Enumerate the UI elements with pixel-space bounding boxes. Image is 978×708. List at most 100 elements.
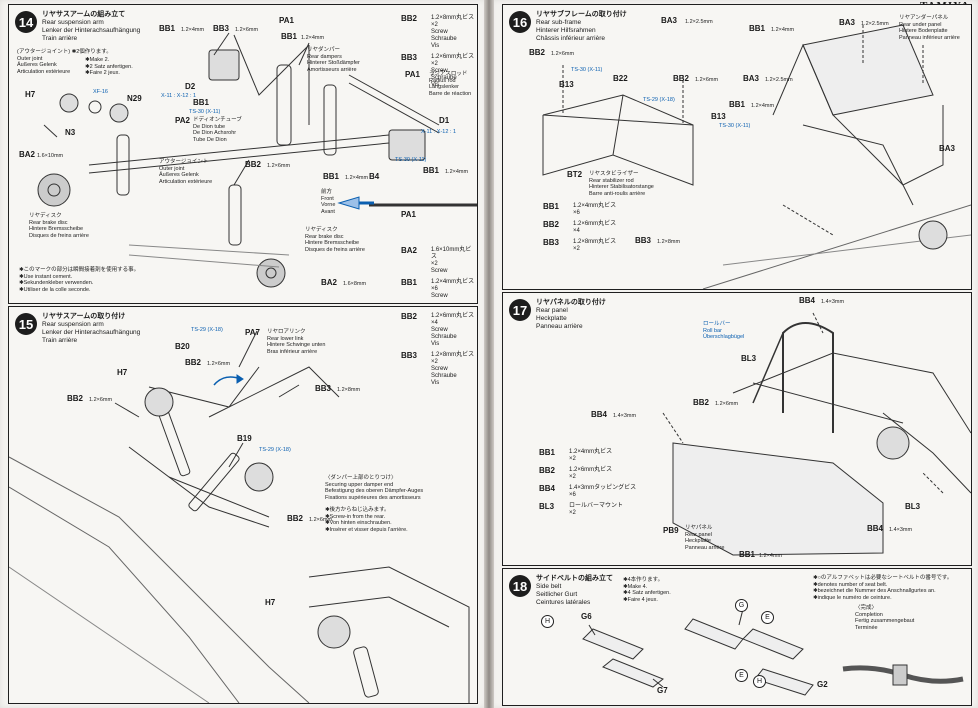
part-b13-a: B13 — [559, 80, 574, 89]
radius-rod-de: Längslenker — [429, 84, 459, 90]
rear-note-fr: ✱Insérer et visser depuis l'arrière. — [325, 526, 408, 533]
bb4-dim-c: 1.4×3mm — [889, 527, 913, 533]
bb2-dim: 1.2×6mm — [715, 401, 739, 407]
step-16-hardware-list: BB1 1.2×4mm丸ビス×6 BB2 1.2×6mm丸ビス×4 BB3 1.… — [543, 203, 633, 257]
hw-spec: 1.2×6mm丸ビス — [431, 54, 475, 60]
rear-disc-de: Hintere Bremsscheibe — [29, 226, 84, 232]
hw-code: BB2 — [543, 220, 560, 229]
hw-code: BB4 — [539, 484, 556, 493]
bb1-dim-b: 1.2×4mm — [751, 103, 775, 109]
bb1-dim: 1.2×4mm — [759, 553, 783, 559]
rear-disc-fr: Disques de freins arrière — [29, 232, 89, 239]
step-title-de: Heckplatte — [536, 315, 567, 322]
hw-spec: ロールバーマウント — [569, 503, 624, 509]
belt-note-fr: ✱indique le numéro de ceinture. — [813, 594, 892, 601]
hw-qty: ×2 — [569, 456, 576, 462]
roll-bar-en: Roll bar — [703, 327, 722, 334]
part-b20: B20 — [175, 342, 190, 351]
instant-cement-note: ✱このマークの部分は瞬間接着剤を使用する事。 ✱Use instant ceme… — [19, 267, 139, 293]
bb2-dim-b: 1.2×6mm — [695, 77, 719, 83]
step-title-de: Seitlicher Gurt — [536, 591, 578, 598]
step-14-header: 14 リヤサスアームの組み立て Rear suspension arm Lenk… — [15, 11, 140, 43]
step-number-badge: 18 — [509, 575, 531, 597]
part-pa1-c: PA1 — [401, 210, 416, 219]
hw-code: BB2 — [539, 466, 556, 475]
make-4-jp: ✱4本作ります。 — [623, 577, 664, 583]
part-bb2-b: BB2 — [673, 74, 690, 83]
under-panel-jp: リヤアンダーパネル — [899, 15, 949, 21]
lower-link-fr: Bras inférieur arrière — [267, 348, 318, 355]
front-de: Vorne — [321, 202, 336, 208]
step-title-en: Rear suspension arm — [42, 19, 104, 26]
ts30-paint-a: TS-30 (X-11) — [189, 109, 221, 115]
hardware-item: BB1 1.2×4mm丸ビス×2 — [539, 449, 649, 463]
outer-joint-fr: Articulation extérieure — [17, 68, 71, 75]
part-bb1: BB1 — [159, 24, 176, 33]
step-number-badge: 15 — [15, 313, 37, 335]
hw-qty: ×2 — [430, 261, 438, 267]
step-title-jp: リヤパネルの取り付け — [536, 299, 606, 306]
bb2-dim-b: 1.2×6mm — [89, 397, 113, 403]
bb3-dim: 1.2×6mm — [235, 27, 259, 33]
rear-disc-2-de: Hintere Bremsscheibe — [305, 240, 360, 246]
part-n29: N29 — [127, 94, 142, 103]
step-number-badge: 14 — [15, 11, 37, 33]
rear-disc-label-2: リヤディスク Rear brake disc Hintere Bremssche… — [305, 227, 365, 253]
step-title-jp: リヤサブフレームの取り付け — [536, 11, 627, 18]
hardware-item: BB3 1.2×8mm丸ビス×2 — [543, 239, 633, 253]
ts29-paint-b: TS-29 (X-18) — [259, 447, 291, 453]
step-17-hardware-list: BB1 1.2×4mm丸ビス×2 BB2 1.2×6mm丸ビス×2 BB4 1.… — [539, 449, 649, 521]
dedion-fr: Tube De Dion — [193, 136, 227, 143]
part-g6: G6 — [581, 612, 592, 621]
upper-damper-en: Securing upper damper end — [325, 481, 394, 488]
rear-dampers-en: Rear dampers — [307, 53, 342, 60]
step-title-en: Side belt — [536, 583, 562, 590]
step-18-header: 18 サイドベルトの組み立て Side belt Seitlicher Gurt… — [509, 575, 613, 607]
part-bb2-a: BB2 — [529, 48, 546, 57]
part-bb1: BB1 — [739, 550, 756, 559]
part-bb1-b: BB1 — [281, 32, 298, 41]
part-bb2-a: BB2 — [185, 358, 202, 367]
ba2-dim: 1.6×10mm — [37, 153, 64, 159]
hw-code: BB3 — [401, 53, 418, 62]
belt-number-h: H — [541, 615, 554, 628]
ba3-dim-b: 1.2×2.5mm — [861, 21, 889, 27]
hw-fr: Vis — [431, 380, 440, 386]
outer-joint-2-de: Äußeres Gelenk — [159, 172, 199, 178]
instant-cement-de: ✱Sekundenkleber verwenden. — [19, 280, 94, 286]
part-b4: B4 — [369, 172, 380, 181]
bb2-dim-c: 1.2×6mm — [309, 517, 333, 523]
rear-panel-label: リヤパネル Rear panel Heckplatte Panneau arri… — [685, 525, 724, 551]
outer-joint-en: Outer joint — [17, 55, 43, 62]
bb1-dim-d: 1.2×4mm — [345, 175, 369, 181]
outer-joint-2-jp: アウタージョイント — [159, 159, 209, 165]
part-ba2: BA2 — [19, 150, 36, 159]
belt-number-g: G — [735, 599, 748, 612]
step-18-panel: 18 サイドベルトの組み立て Side belt Seitlicher Gurt… — [502, 568, 972, 706]
part-b19: B19 — [237, 434, 252, 443]
part-bb3: BB3 — [213, 24, 230, 33]
upper-damper-note: 〈ダンパー上部のとりつけ〉 Securing upper damper end … — [325, 475, 423, 501]
hw-code: BA2 — [401, 246, 418, 255]
hw-qty: ×2 — [431, 359, 438, 365]
ts30-paint: TS-30 (X-11) — [571, 67, 603, 73]
step-16-titles: リヤサブフレームの取り付け Rear sub-frame Hinterer Hi… — [536, 11, 627, 43]
completion-jp: 〈完成〉 — [855, 605, 878, 611]
lower-link-de: Hintere Schwinge unten — [267, 342, 326, 348]
front-label: 前方 Front Vorne Avant — [321, 189, 335, 215]
part-d2: D2 — [185, 82, 196, 91]
part-bb3: BB3 — [315, 384, 332, 393]
part-h7: H7 — [25, 90, 36, 99]
bb1-dim-e: 1.2×4mm — [445, 169, 469, 175]
ba2-dim-b: 1.6×8mm — [343, 281, 367, 287]
bb4-dim-a: 1.4×3mm — [821, 299, 845, 305]
bb3-dim: 1.2×8mm — [657, 239, 681, 245]
outer-joint-de: Äußeres Gelenk — [17, 62, 57, 68]
dedion-en: De Dion tube — [193, 123, 226, 130]
belt-number-e: E — [761, 611, 774, 624]
hw-code: BB3 — [543, 238, 560, 247]
hw-en: Screw — [431, 68, 448, 74]
